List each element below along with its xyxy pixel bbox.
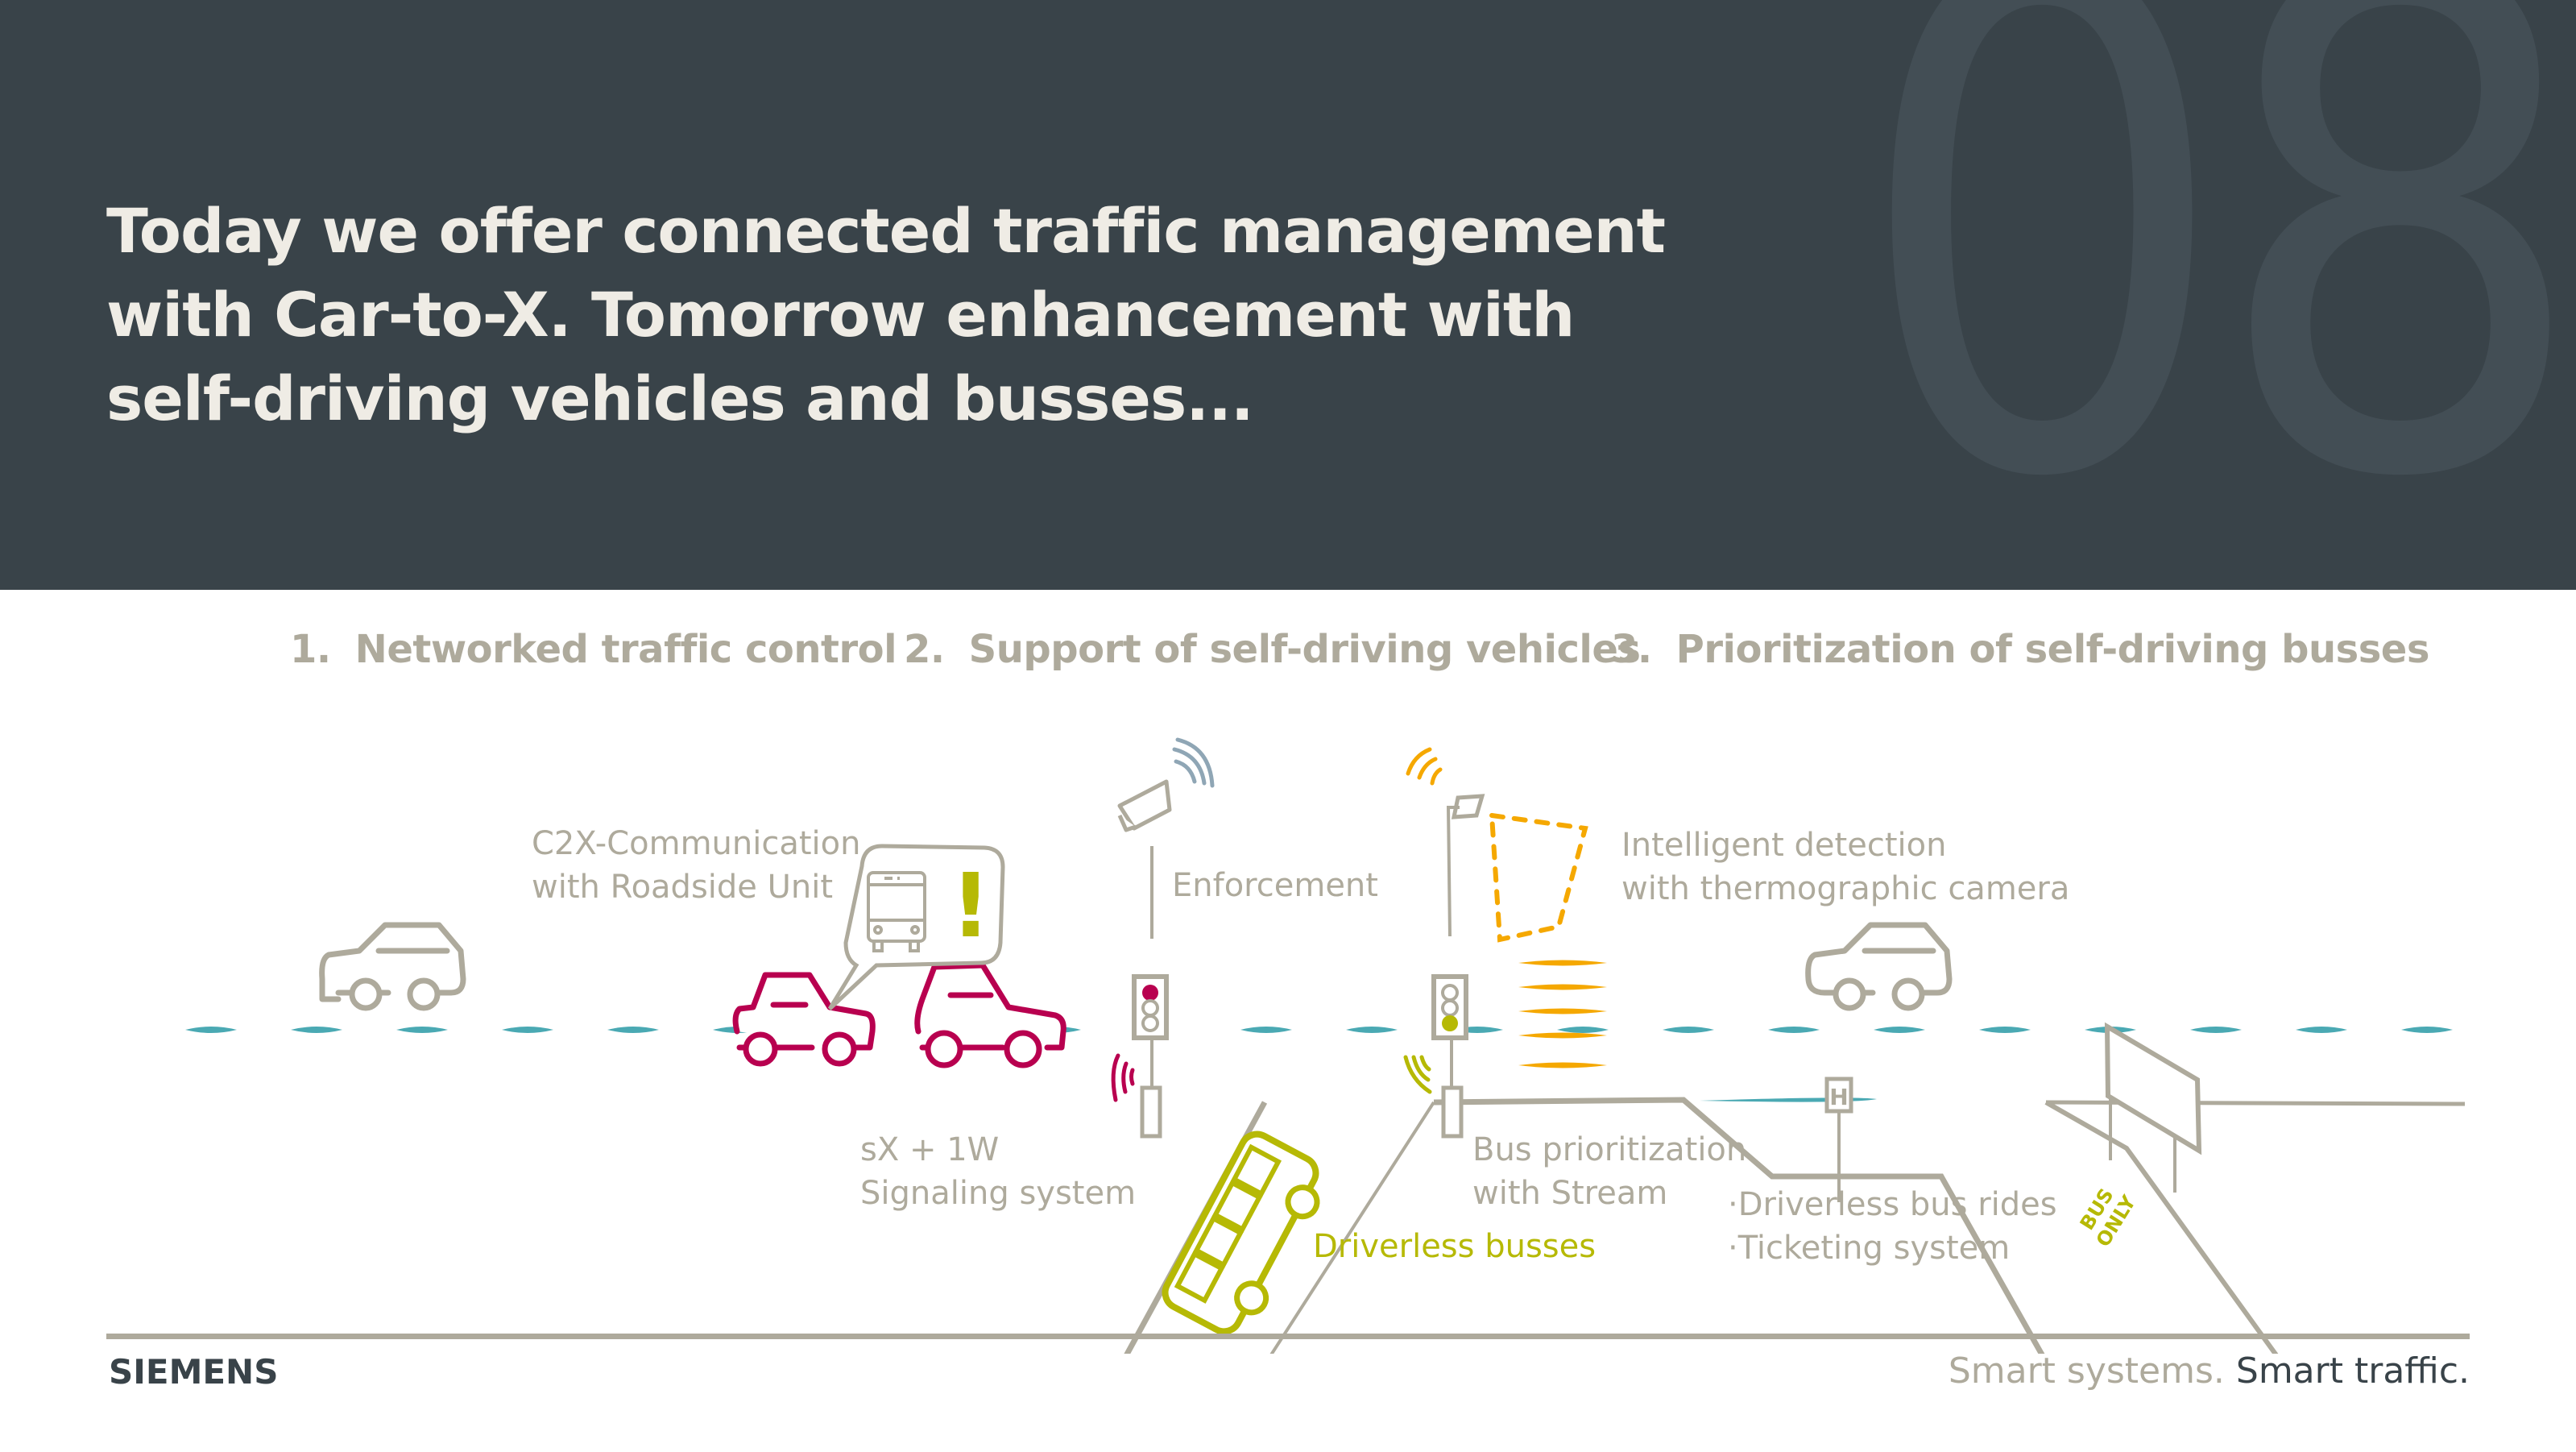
lane-dash [1663, 1027, 1714, 1033]
label-driverless-busses: Driverless busses [1313, 1228, 1597, 1265]
step-1: 1. Networked traffic control [290, 627, 897, 672]
headline-line-1: Today we offer connected traffic managem… [106, 195, 1666, 267]
header-banner: 08 Today we offer connected traffic mana… [0, 0, 2576, 590]
bus-stop-sign: H [1824, 1077, 1853, 1202]
crosswalk-stripe [1518, 960, 1607, 966]
step-number: 1. [290, 627, 331, 672]
bus-stop-letter: H [1829, 1084, 1848, 1110]
step-2: 2. Support of self-driving vehicles [904, 627, 1641, 672]
headline-line-2: with Car-to-X. Tomorrow enhancement with [106, 279, 1575, 351]
slide-number: 08 [1853, 0, 2576, 590]
lane-dash [396, 1027, 448, 1033]
label-bus-prioritization: Bus prioritization with Stream [1472, 1128, 1746, 1215]
lane-dash [1768, 1027, 1820, 1033]
label-signaling-line1: sX + 1W [860, 1131, 1000, 1168]
crosswalk-stripe [1518, 1008, 1607, 1014]
lane-dash [1874, 1027, 1925, 1033]
headline: Today we offer connected traffic managem… [106, 189, 1677, 441]
crosswalk-stripe [1518, 1062, 1607, 1068]
steps-list: 1. Networked traffic control 2. Support of… [0, 627, 2576, 683]
label-c2x-line2: with Roadside Unit [532, 869, 834, 906]
lane-dash [607, 1027, 659, 1033]
footer-divider [106, 1334, 2470, 1339]
lane-dash [2401, 1027, 2453, 1033]
label-bus-prio-line2: with Stream [1472, 1175, 1668, 1212]
crosswalk-stripe [1518, 984, 1607, 990]
lane-dash [502, 1027, 553, 1033]
crosswalk-stripe [1518, 1032, 1607, 1039]
bus-front-icon [867, 871, 926, 952]
label-enforcement: Enforcement [1172, 867, 1378, 904]
step-3: 3. Prioritization of self-driving busses [1611, 627, 2429, 672]
step-label: Support of self-driving vehicles [968, 627, 1641, 672]
tagline: Smart systems. Smart traffic. [1949, 1350, 2470, 1392]
traffic-diagram: ! [105, 737, 2466, 1354]
lane-dash [1557, 1027, 1609, 1033]
traffic-light-red [1111, 974, 1169, 1139]
label-bus-prio-line1: Bus prioritization [1472, 1131, 1747, 1168]
step-label: Networked traffic control [354, 627, 897, 672]
label-bus-services: ·Driverless bus rides ·Ticketing system [1728, 1183, 2057, 1270]
driverless-bus [1162, 1130, 1320, 1335]
tagline-part-2: Smart traffic. [2235, 1350, 2470, 1392]
lane-dash [1346, 1027, 1398, 1033]
detection-signal-icon [1406, 747, 1443, 786]
alert-exclamation: ! [950, 854, 991, 957]
label-signaling-line2: Signaling system [860, 1175, 1137, 1212]
tagline-part-1: Smart systems. [1948, 1350, 2225, 1392]
signal-wave-magenta-icon [1111, 1053, 1135, 1102]
enforcement-camera [1117, 737, 1215, 939]
siemens-logo: SIEMENS [109, 1352, 279, 1392]
step-number: 2. [904, 627, 945, 672]
label-detection-line1: Intelligent detection [1621, 827, 1947, 864]
lane-dash [185, 1027, 237, 1033]
label-detection-line2: with thermographic camera [1621, 870, 2070, 907]
thermographic-camera [1406, 747, 1588, 943]
label-c2x-line1: C2X-Communication [532, 825, 861, 862]
car-magenta-1 [732, 972, 876, 1067]
traffic-light-green [1403, 974, 1468, 1139]
c2x-speech-bubble: ! [827, 844, 1005, 1010]
label-detection: Intelligent detection with thermographic… [1621, 823, 2069, 911]
label-bus-rides: ·Driverless bus rides [1728, 1186, 2057, 1223]
label-c2x: C2X-Communication with Roadside Unit [532, 822, 861, 909]
headline-line-3: self-driving vehicles and busses... [106, 363, 1254, 434]
crosswalk [1518, 960, 1607, 1068]
car-grey-right [1805, 922, 1953, 1011]
bus-only-marking: BUS ONLY [2076, 1184, 2141, 1251]
enforcement-signal-icon [1172, 737, 1215, 788]
step-number: 3. [1611, 627, 1652, 672]
car-grey-left [319, 922, 466, 1011]
step-label: Prioritization of self-driving busses [1675, 627, 2430, 672]
lane-dash [1979, 1027, 2031, 1033]
billboard [2104, 1022, 2202, 1193]
lane-dash [2190, 1027, 2242, 1033]
label-signaling: sX + 1W Signaling system [860, 1128, 1136, 1215]
lane-dash [2296, 1027, 2347, 1033]
signal-wave-green-icon [1403, 1055, 1432, 1094]
lane-dash [1240, 1027, 1292, 1033]
car-magenta-2 [914, 962, 1066, 1068]
lane-dash [291, 1027, 342, 1033]
label-ticketing: ·Ticketing system [1728, 1230, 2011, 1267]
